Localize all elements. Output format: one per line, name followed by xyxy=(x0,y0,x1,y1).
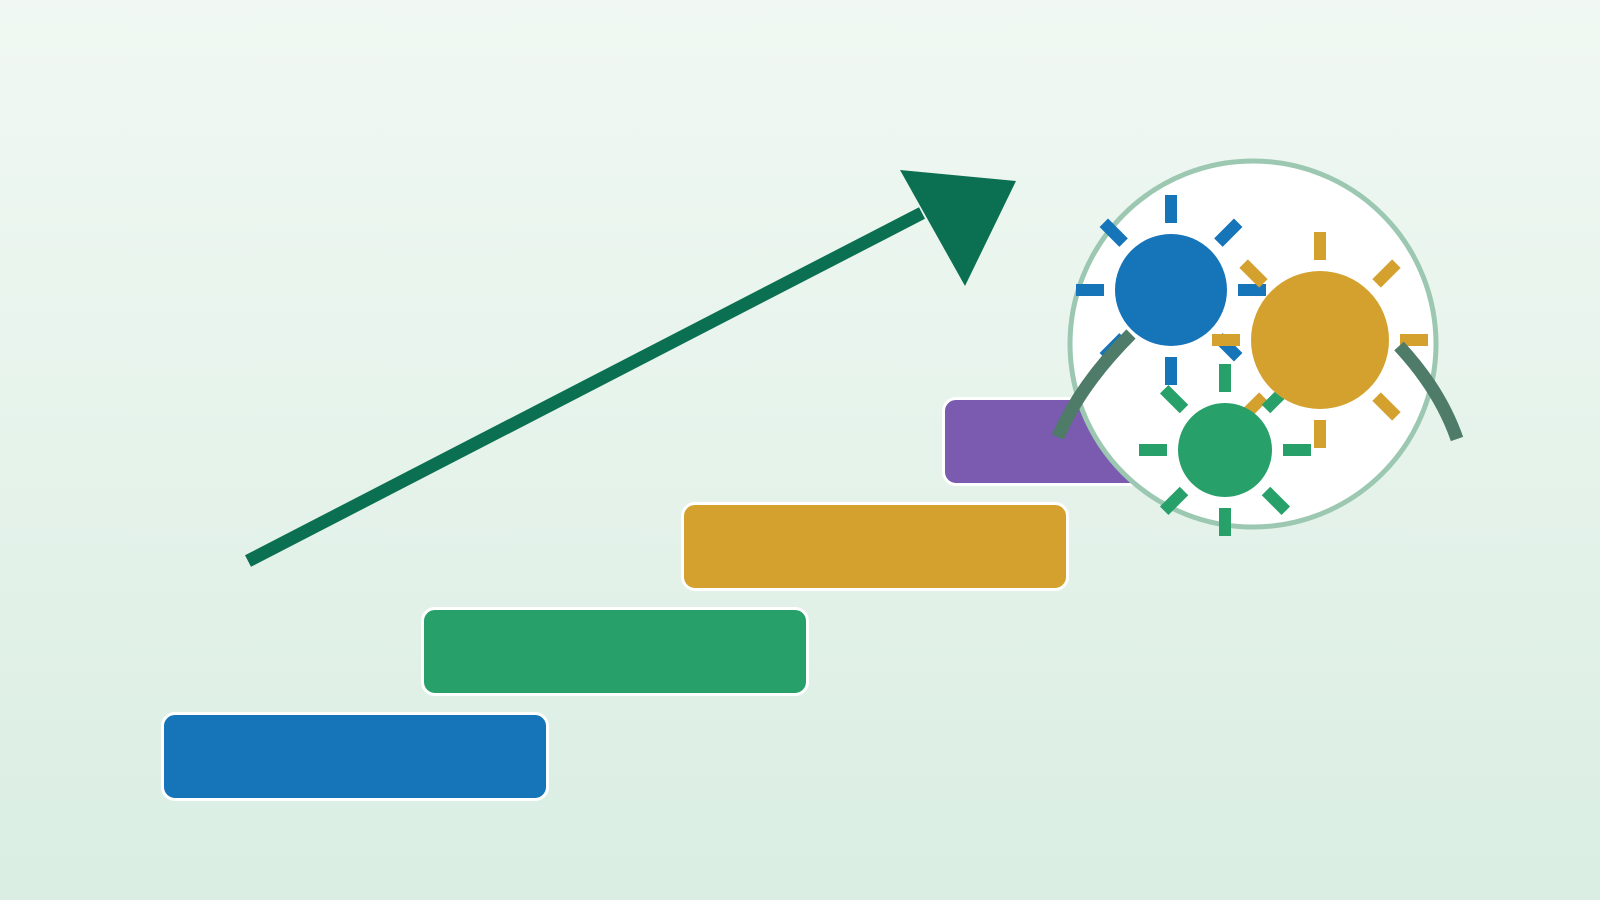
left-embrace-arc xyxy=(1052,329,1136,440)
member-green-rays xyxy=(1139,364,1311,536)
member-green-ray xyxy=(1261,486,1291,516)
member-green-ray xyxy=(1159,384,1189,414)
step-block-2 xyxy=(421,607,809,696)
growth-arrow-icon xyxy=(245,170,1016,567)
step-block-3 xyxy=(681,502,1069,591)
member-gold-avatar xyxy=(1251,271,1389,409)
member-blue-avatar xyxy=(1115,234,1227,346)
member-green-avatar xyxy=(1178,403,1272,497)
step-block-1 xyxy=(161,712,549,801)
member-gold-ray xyxy=(1372,392,1401,421)
member-blue-ray xyxy=(1214,218,1243,247)
arrow-shaft xyxy=(245,207,925,567)
right-embrace-arc xyxy=(1394,341,1464,442)
member-green-ray xyxy=(1159,486,1189,516)
member-blue-ray xyxy=(1099,218,1128,247)
member-gold-ray xyxy=(1372,259,1401,288)
team-collaboration-icon xyxy=(1052,158,1464,536)
member-gold-ray xyxy=(1239,259,1268,288)
arrow-head xyxy=(900,170,1016,286)
member-gold-rays xyxy=(1212,232,1428,448)
